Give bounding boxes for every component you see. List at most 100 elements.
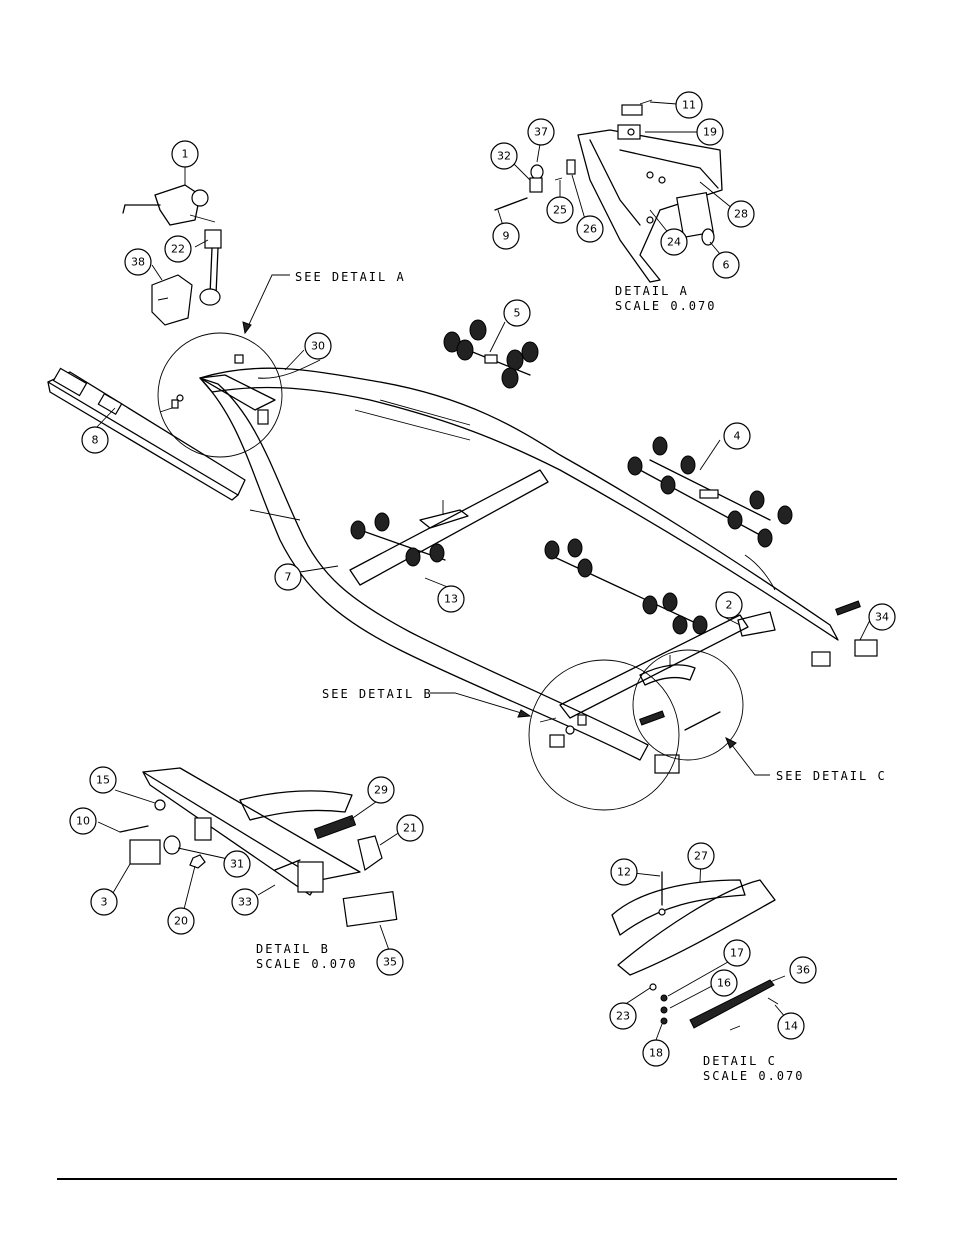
tongue-assembly (47, 367, 246, 501)
svg-text:29: 29 (374, 784, 388, 797)
roller-assembly-5 (443, 319, 539, 389)
roller-assembly-4 (627, 436, 793, 548)
callout-15: 15 (89, 766, 117, 794)
callout-26: 26 (576, 215, 604, 243)
svg-text:7: 7 (285, 571, 292, 584)
callout-3: 3 (90, 888, 118, 916)
svg-text:20: 20 (174, 915, 188, 928)
callout-37: 37 (527, 118, 555, 146)
roller-assembly-front (350, 500, 469, 567)
callout-20: 20 (167, 907, 195, 935)
svg-text:24: 24 (667, 236, 681, 249)
callout-34: 34 (868, 603, 896, 631)
see-detail-a-label: SEE DETAIL A (295, 270, 406, 284)
callout-28: 28 (727, 200, 755, 228)
svg-text:21: 21 (403, 822, 417, 835)
callout-17: 17 (723, 939, 751, 967)
callout-1: 1 (171, 140, 199, 168)
detail-c-circle (632, 649, 744, 761)
callout-32: 32 (490, 142, 518, 170)
svg-text:25: 25 (553, 204, 567, 217)
see-detail-arrows (242, 274, 770, 776)
callout-36: 36 (789, 956, 817, 984)
detail-c-title: DETAIL C (703, 1054, 777, 1068)
detail-b-bracket-small (539, 714, 587, 748)
detail-a-title: DETAIL A (615, 284, 689, 298)
see-detail-b-label: SEE DETAIL B (322, 687, 433, 701)
svg-text:33: 33 (238, 896, 252, 909)
callout-24: 24 (660, 228, 688, 256)
see-detail-c-label: SEE DETAIL C (776, 769, 887, 783)
detail-c-scale: SCALE 0.070 (703, 1069, 804, 1083)
svg-text:32: 32 (497, 150, 511, 163)
svg-text:8: 8 (92, 434, 99, 447)
callout-9: 9 (492, 222, 520, 250)
svg-text:9: 9 (503, 230, 510, 243)
svg-text:23: 23 (616, 1010, 630, 1023)
main-frame (199, 367, 839, 761)
callout-31: 31 (223, 850, 251, 878)
svg-text:2: 2 (726, 599, 733, 612)
winch-cover (151, 274, 193, 326)
detail-b-title: DETAIL B (256, 942, 330, 956)
svg-text:10: 10 (76, 815, 90, 828)
detail-b-circle (528, 659, 680, 811)
callout-10: 10 (69, 807, 97, 835)
svg-text:5: 5 (514, 307, 521, 320)
callout-5: 5 (503, 299, 531, 327)
svg-text:3: 3 (101, 896, 108, 909)
callout-14: 14 (777, 1012, 805, 1040)
svg-text:30: 30 (311, 340, 325, 353)
svg-text:37: 37 (534, 126, 548, 139)
winch-assembly (122, 184, 216, 226)
detail-a-circle (157, 332, 283, 458)
callout-2: 2 (715, 591, 743, 619)
svg-text:14: 14 (784, 1020, 798, 1033)
callout-13: 13 (437, 585, 465, 613)
svg-text:35: 35 (383, 956, 397, 969)
detail-a-view (494, 99, 723, 283)
callout-22: 22 (164, 235, 192, 263)
callout-30: 30 (304, 332, 332, 360)
callout-27: 27 (687, 842, 715, 870)
svg-text:18: 18 (649, 1047, 663, 1060)
callout-16: 16 (710, 969, 738, 997)
rear-bunk-parts (639, 600, 878, 774)
callout-38: 38 (124, 248, 152, 276)
svg-text:27: 27 (694, 850, 708, 863)
callout-18: 18 (642, 1039, 670, 1067)
callout-7: 7 (274, 563, 302, 591)
detail-b-scale: SCALE 0.070 (256, 957, 357, 971)
callout-23: 23 (609, 1002, 637, 1030)
svg-text:31: 31 (230, 858, 244, 871)
callout-35: 35 (376, 948, 404, 976)
callout-21: 21 (396, 814, 424, 842)
svg-text:6: 6 (723, 259, 730, 272)
detail-a-scale: SCALE 0.070 (615, 299, 716, 313)
callout-12: 12 (610, 858, 638, 886)
svg-text:38: 38 (131, 256, 145, 269)
svg-text:13: 13 (444, 593, 458, 606)
svg-text:16: 16 (717, 977, 731, 990)
svg-text:17: 17 (730, 947, 744, 960)
callout-33: 33 (231, 888, 259, 916)
jack-assembly (199, 229, 222, 306)
svg-text:4: 4 (734, 430, 741, 443)
svg-text:26: 26 (583, 223, 597, 236)
wiring-harness (257, 359, 776, 591)
callout-29: 29 (367, 776, 395, 804)
detail-c-view (611, 871, 779, 1031)
callout-11: 11 (675, 91, 703, 119)
callout-6: 6 (712, 251, 740, 279)
svg-text:1: 1 (182, 148, 189, 161)
svg-text:15: 15 (96, 774, 110, 787)
callout-4: 4 (723, 422, 751, 450)
roller-assembly-rear (544, 538, 708, 635)
callout-25: 25 (546, 196, 574, 224)
callout-8: 8 (81, 426, 109, 454)
svg-text:19: 19 (703, 126, 717, 139)
detail-a-frame-corner (159, 354, 276, 425)
svg-text:28: 28 (734, 208, 748, 221)
svg-text:12: 12 (617, 866, 631, 879)
